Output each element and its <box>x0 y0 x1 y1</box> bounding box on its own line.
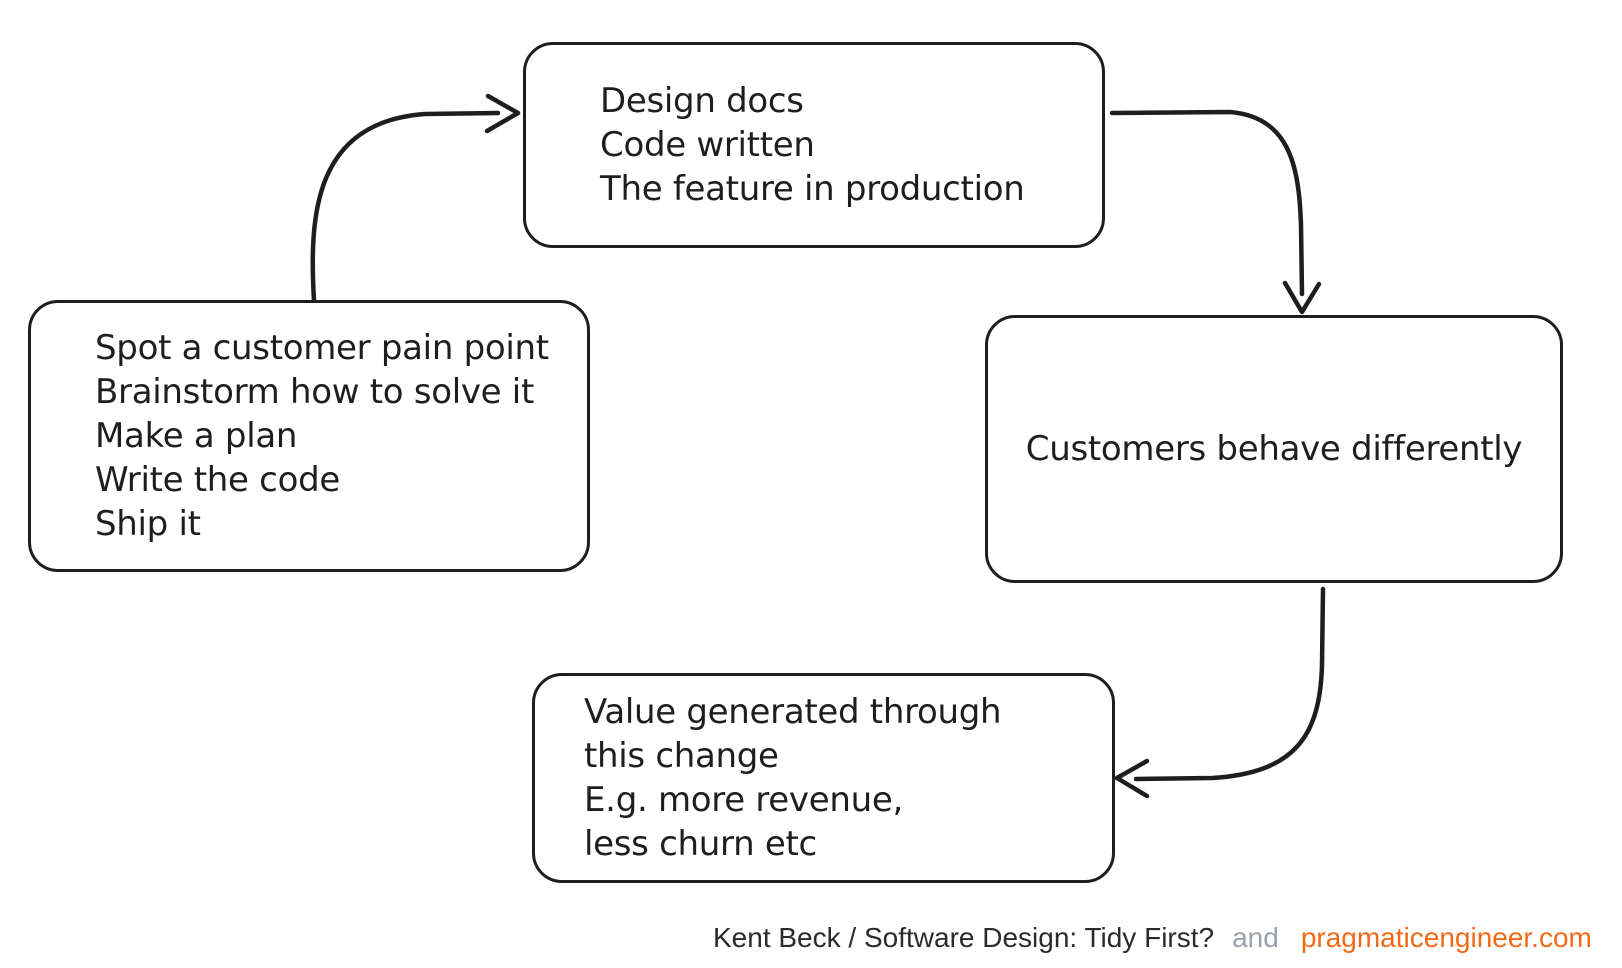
customer-behavior-line: Customers behave differently <box>1025 429 1523 469</box>
value-generated-box: Value generated through this change E.g.… <box>532 673 1115 883</box>
attribution-conjunction: and <box>1232 922 1279 953</box>
arrow-behavior-to-value-icon <box>1114 586 1326 799</box>
attribution: Kent Beck / Software Design: Tidy First?… <box>713 921 1592 955</box>
value-generated-line: this change <box>584 736 779 776</box>
value-generated-line: E.g. more revenue, <box>584 780 903 820</box>
attribution-site-link[interactable]: pragmaticengineer.com <box>1300 922 1592 953</box>
attribution-source: Kent Beck / Software Design: Tidy First? <box>713 922 1215 953</box>
customer-behavior-box: Customers behave differently <box>985 315 1563 583</box>
plan-and-build-line: Ship it <box>95 504 201 544</box>
value-generated-line: Value generated through <box>584 692 1002 732</box>
value-generated-line: less churn etc <box>584 824 817 864</box>
shipped-work-line: Code written <box>600 125 815 165</box>
plan-and-build-line: Make a plan <box>95 416 298 456</box>
arrow-plan-to-shipped-icon <box>310 93 521 304</box>
plan-and-build-box: Spot a customer pain point Brainstorm ho… <box>28 300 590 572</box>
shipped-work-line: The feature in production <box>600 169 1025 209</box>
arrow-shipped-to-behavior-icon <box>1109 109 1322 315</box>
plan-and-build-line: Write the code <box>95 460 340 500</box>
plan-and-build-line: Brainstorm how to solve it <box>95 372 534 412</box>
plan-and-build-line: Spot a customer pain point <box>95 328 549 368</box>
shipped-work-box: Design docs Code written The feature in … <box>523 42 1105 248</box>
shipped-work-line: Design docs <box>600 81 804 121</box>
